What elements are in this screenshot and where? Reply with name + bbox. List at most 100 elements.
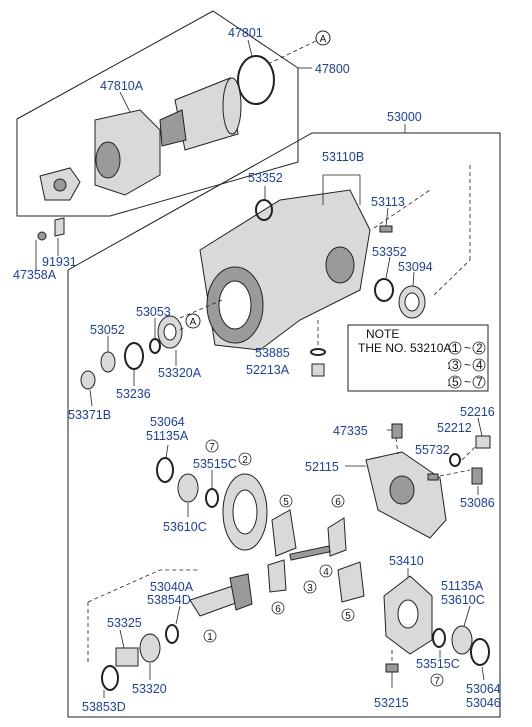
pinion-gear-bottom — [267, 559, 287, 593]
seal-ring-47801 — [237, 55, 275, 105]
label-47801: 47801 — [228, 26, 263, 40]
label-53110B: 53110B — [322, 150, 364, 164]
note-row3-a: 5 — [452, 375, 459, 389]
label-53086: 53086 — [460, 496, 495, 510]
label-53410: 53410 — [389, 554, 424, 568]
label-51135A-bottom: 51135A — [441, 579, 484, 593]
label-53064-top: 53064 — [150, 415, 185, 429]
ref-7-bottom: 7 — [434, 676, 440, 687]
label-53610C-top: 53610C — [163, 520, 207, 534]
plug-52213A — [311, 363, 325, 377]
gasket-53885 — [310, 348, 326, 356]
bearing-53610C-top — [177, 473, 199, 503]
side-gear-right — [337, 561, 365, 603]
oring-53053 — [149, 338, 161, 354]
gasket-52212 — [449, 453, 461, 467]
ref-6-bottom: 6 — [275, 604, 281, 615]
bearing-53320 — [139, 633, 161, 663]
group-frame-47800 — [16, 10, 299, 217]
bearing-53352-right — [374, 278, 394, 302]
shim-53515C-bottom — [432, 628, 446, 648]
note-row2-b: 4 — [476, 358, 483, 372]
label-53371B: 53371B — [68, 408, 111, 422]
main-frame-53000 — [67, 132, 501, 718]
shaft-assembly-47810A — [39, 77, 242, 201]
pinion-shaft — [289, 545, 331, 561]
carrier-housing-53110B — [199, 189, 371, 351]
note-row1-sep: ~ — [464, 341, 471, 355]
ref-a-top — [315, 30, 331, 46]
label-53053: 53053 — [136, 305, 171, 319]
note-row3-b: 7 — [476, 375, 483, 389]
ref-1: 1 — [207, 632, 213, 643]
nut-53371B — [80, 370, 96, 390]
note-prefix: THE NO. 53210A: — [358, 341, 455, 355]
note-title: NOTE — [366, 327, 399, 341]
label-53885: 53885 — [255, 346, 290, 360]
label-53515C-bottom: 53515C — [416, 657, 460, 671]
label-53215: 53215 — [374, 696, 409, 710]
note-row2-sep: ~ — [464, 358, 471, 372]
label-53320: 53320 — [132, 682, 167, 696]
label-47800: 47800 — [315, 62, 350, 76]
bolt-55732 — [427, 473, 439, 481]
seal-53064-bottom — [470, 638, 490, 666]
label-53236: 53236 — [116, 387, 151, 401]
label-52115: 52115 — [305, 460, 339, 474]
label-47358A: 47358A — [13, 268, 57, 282]
bracket-91931 — [37, 217, 65, 241]
label-53325: 53325 — [107, 616, 142, 630]
label-91931: 91931 — [42, 255, 77, 269]
spacer-53236 — [124, 342, 144, 370]
label-52216: 52216 — [460, 405, 495, 419]
label-53352-right: 53352 — [372, 245, 407, 259]
label-53064-bottom: 53064 — [466, 682, 501, 696]
breather-47335 — [391, 423, 403, 439]
label-53320A: 53320A — [158, 366, 202, 380]
ref-a-mid-text: A — [190, 317, 197, 328]
label-53040A: 53040A — [150, 580, 194, 594]
note-row2-a: 3 — [452, 358, 459, 372]
label-53052: 53052 — [90, 323, 125, 337]
bearing-53352-top — [255, 199, 273, 221]
label-53046: 53046 — [466, 696, 501, 710]
bolt-53086 — [471, 467, 483, 485]
label-53610C-bottom: 53610C — [441, 593, 485, 607]
note-row1-a: 1 — [452, 341, 459, 355]
bolt-53113 — [379, 207, 393, 233]
diff-case-53410 — [383, 575, 433, 655]
bolt-53215 — [385, 663, 399, 673]
label-53515C-top: 53515C — [193, 457, 237, 471]
label-53854D: 53854D — [147, 593, 191, 607]
rear-cover-52115 — [365, 451, 447, 539]
ref-a-mid — [185, 313, 201, 329]
ref-5-top: 5 — [283, 497, 289, 508]
ref-4: 4 — [323, 567, 329, 578]
label-53853D: 53853D — [82, 700, 126, 714]
bearing-53610C-bottom — [451, 625, 473, 655]
label-47810A: 47810A — [100, 79, 144, 93]
note-box — [347, 324, 489, 392]
ref-3: 3 — [307, 583, 313, 594]
plug-52216 — [475, 435, 491, 449]
label-55732: 55732 — [415, 443, 450, 457]
shim-53515C-top — [205, 488, 219, 508]
ring-gear — [222, 473, 268, 551]
label-52213A: 52213A — [246, 363, 290, 377]
label-52212: 52212 — [437, 421, 472, 435]
side-gear-left — [271, 509, 297, 557]
drive-pinion-53040A — [189, 573, 253, 617]
shim-53854D — [165, 624, 179, 644]
note-row1-b: 2 — [476, 341, 483, 355]
label-53352-top: 53352 — [248, 171, 283, 185]
pinion-guide-dashes — [87, 569, 200, 603]
label-51135A-top: 51135A — [146, 429, 189, 443]
ref-5-bottom: 5 — [345, 611, 351, 622]
ref-6-top: 6 — [335, 497, 341, 508]
seal-53853D — [101, 665, 119, 691]
ref-a-top-text: A — [320, 34, 327, 45]
spacer-53325 — [115, 647, 139, 667]
label-53094: 53094 — [398, 260, 433, 274]
ref-7-top: 7 — [209, 442, 215, 453]
